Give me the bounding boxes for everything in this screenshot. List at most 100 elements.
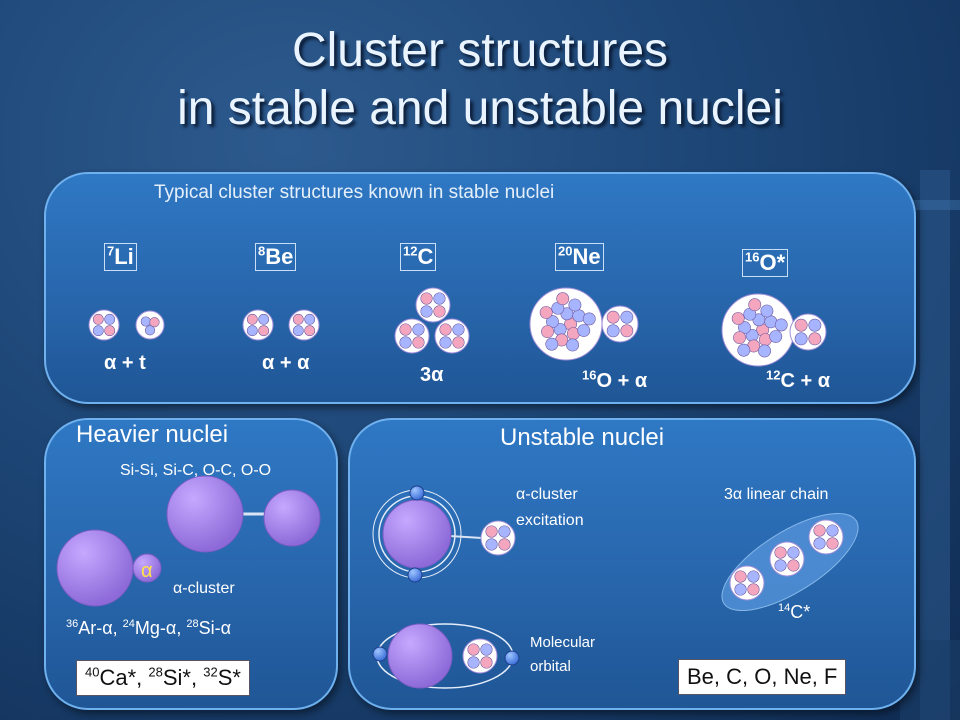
config-ne20: 16O + α: [582, 368, 648, 393]
box-text: S*: [217, 665, 241, 690]
neutron: [769, 330, 783, 343]
proton: [246, 313, 258, 325]
config-o16: 12C + α: [766, 367, 830, 393]
example-text: Si-α: [198, 618, 231, 638]
mass-number: 14: [778, 602, 791, 614]
heavy-fragment-left: [166, 475, 244, 553]
neutron: [480, 643, 493, 656]
element-symbol: O*: [759, 250, 786, 275]
title-line-2: in stable and unstable nuclei: [177, 82, 783, 135]
alpha-cluster-circle: [480, 520, 516, 556]
example-text: Ar-α,: [78, 618, 118, 638]
neutron: [794, 332, 808, 346]
heavy-fragment-right: [263, 489, 321, 547]
nucleus-label-li7: 7Li: [104, 243, 137, 271]
heavy-alpha: [132, 553, 162, 583]
heavy-core: [56, 529, 134, 607]
config-be8: α + α: [262, 352, 310, 374]
proton: [292, 313, 304, 325]
element-symbol: Be: [265, 244, 294, 269]
heavy-examples-box: 40Ca*, 28Si*, 32S*: [76, 660, 250, 696]
proton: [480, 656, 493, 669]
neutron: [452, 323, 465, 336]
neutron: [758, 344, 771, 358]
proton: [606, 310, 620, 324]
proton: [304, 325, 316, 337]
valence-neutron: [409, 485, 425, 501]
mass-number: 12: [766, 367, 781, 383]
neutron: [399, 336, 412, 349]
chain-nucleus-label: 14C*: [778, 602, 810, 623]
box-text: Si*,: [162, 665, 198, 690]
example-text: Mg-α,: [134, 618, 182, 638]
proton: [149, 317, 160, 328]
neutron: [246, 325, 258, 337]
proton: [467, 643, 480, 656]
proton: [734, 570, 747, 583]
neutron: [774, 318, 788, 332]
unstable-elements-box: Be, C, O, Ne, F: [678, 659, 847, 695]
valence-neutron: [407, 567, 423, 583]
alpha-cluster-circle: [288, 309, 320, 341]
alpha-cluster-circle: [729, 565, 765, 601]
linear-chain-label: 3α linear chain: [724, 486, 829, 503]
neutron: [485, 538, 498, 551]
neutron: [498, 525, 511, 538]
mass-number: 36: [66, 618, 79, 630]
proton: [452, 336, 465, 349]
proton: [813, 524, 826, 537]
mass-number: 28: [186, 618, 199, 630]
nucleus-label-ne20: 20Ne: [555, 243, 604, 271]
proton: [412, 336, 425, 349]
nucleus-label-o16: 16O*: [742, 249, 789, 277]
proton: [556, 292, 570, 306]
stable-subtitle: Typical cluster structures known in stab…: [154, 182, 555, 203]
alpha-cluster-circle: [808, 519, 844, 555]
page-title: Cluster structures in stable and unstabl…: [0, 22, 960, 138]
nucleus-label-c12: 12C: [400, 243, 437, 271]
mass-number: 7: [107, 243, 115, 259]
unstable-heading: Unstable nuclei: [500, 424, 665, 451]
mass-number: 40: [85, 664, 100, 680]
proton: [774, 546, 787, 559]
mass-number: 20: [558, 243, 573, 259]
neutron: [606, 324, 620, 338]
neutron: [760, 304, 774, 318]
neutron: [774, 559, 787, 572]
proton: [747, 583, 760, 596]
neutron: [734, 583, 747, 596]
proton: [104, 325, 116, 337]
proton: [433, 305, 446, 318]
neutron: [304, 313, 316, 325]
neutron: [420, 305, 433, 318]
config-li7: α + t: [104, 352, 146, 374]
mass-number: 8: [258, 243, 266, 259]
proton: [748, 298, 762, 312]
config-text: C + α: [780, 370, 830, 392]
excitation-line-1: α-cluster: [516, 486, 578, 503]
valence-neutron: [504, 650, 520, 666]
alpha-cluster-circle: [601, 305, 639, 343]
element-symbol: Ne: [572, 244, 601, 269]
mass-number: 24: [122, 618, 135, 630]
molecular-line-2: orbital: [530, 658, 571, 675]
box-text: Ca*,: [99, 665, 143, 690]
neutron: [545, 337, 559, 351]
alpha-cluster-circle: [789, 313, 827, 351]
config-text: O + α: [596, 370, 648, 392]
proton: [420, 292, 433, 305]
proton: [787, 559, 800, 572]
proton: [541, 325, 554, 339]
neutron: [620, 310, 634, 324]
proton: [731, 312, 745, 325]
neutron: [582, 312, 596, 326]
neutron: [737, 343, 751, 357]
heavy-examples: 36Ar-α, 24Mg-α, 28Si-α: [66, 618, 231, 639]
element-symbol: Li: [114, 244, 134, 269]
excited-core: [382, 499, 452, 569]
neutron: [140, 316, 151, 327]
element-symbol: C: [417, 244, 434, 269]
proton: [485, 525, 498, 538]
proton: [620, 324, 634, 338]
proton: [439, 323, 452, 336]
